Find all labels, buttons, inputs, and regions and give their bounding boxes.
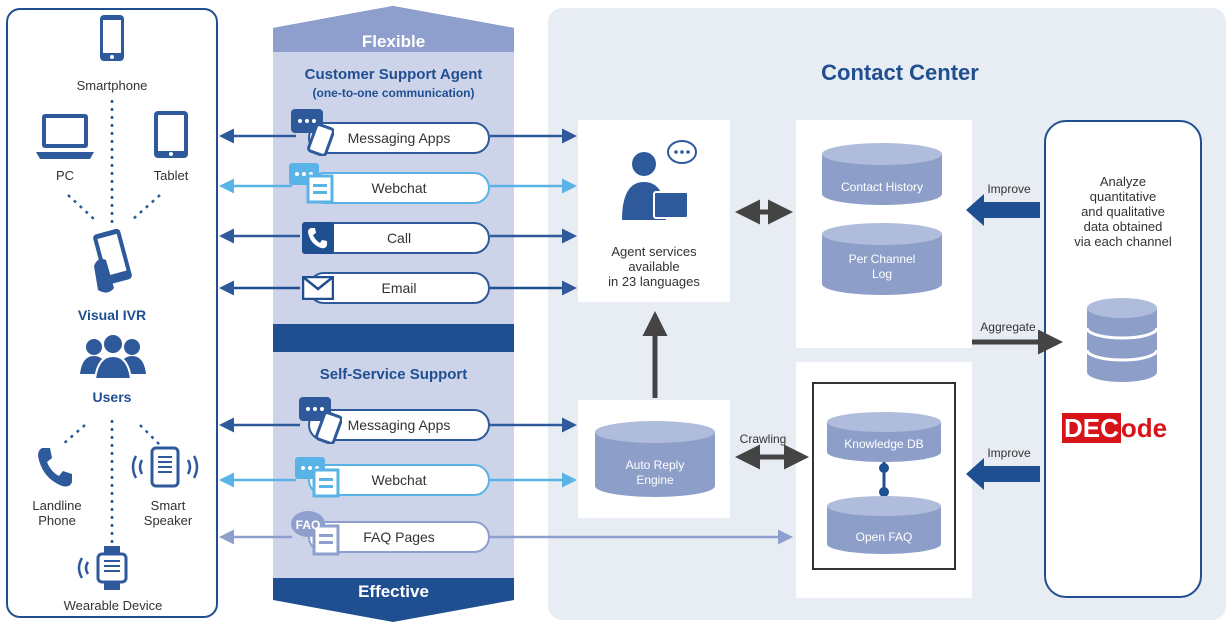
- decode-description: Analyze quantitative and qualitative dat…: [1074, 174, 1172, 249]
- devices-connector-lines: [61, 100, 161, 545]
- channel-email[interactable]: Email: [308, 272, 490, 304]
- contact-center-title: Contact Center: [821, 60, 979, 85]
- crawling-label: Crawling: [739, 432, 787, 446]
- agent-icon: [622, 140, 697, 220]
- landline-phone-icon: [38, 448, 72, 487]
- effective-label: Effective: [358, 582, 429, 601]
- smartphone-icon: [100, 15, 124, 61]
- agent-section-subtitle: (one-to-one communication): [312, 86, 475, 100]
- knowledge-group-frame: [812, 382, 956, 570]
- knowledge-db-label: Knowledge DB: [844, 437, 924, 451]
- auto-reply-engine-cylinder: [595, 421, 715, 497]
- decode-logo-boxed: DEC: [1062, 413, 1121, 443]
- users-label: Users: [92, 389, 132, 405]
- tablet-icon: [154, 111, 188, 158]
- channel-call[interactable]: Call: [308, 222, 490, 254]
- contact-history-label: Contact History: [840, 180, 924, 194]
- knowledge-stack: [827, 412, 941, 554]
- channel-messaging-apps[interactable]: Messaging Apps: [308, 122, 490, 154]
- visual-ivr-icon: [93, 228, 132, 293]
- smart-speaker-label: Smart Speaker: [143, 498, 193, 528]
- improve-top-label: Improve: [987, 182, 1031, 196]
- tablet-label: Tablet: [153, 168, 189, 183]
- per-channel-log-label: Per Channel Log: [848, 252, 916, 281]
- decode-logo-rest: ode: [1120, 413, 1168, 443]
- aggregate-label: Aggregate: [980, 320, 1036, 334]
- database-icon: [1086, 298, 1158, 382]
- channel-webchat[interactable]: Webchat: [308, 172, 490, 204]
- agent-services-label: Agent services available in 23 languages: [608, 244, 700, 289]
- decode-logo: DECode: [1062, 412, 1186, 446]
- faq-pages-icon: FAQ: [291, 511, 340, 556]
- wearable-device-icon: [77, 546, 128, 590]
- agent-section-title: Customer Support Agent: [304, 66, 483, 83]
- users-icon: [80, 334, 146, 380]
- webchat-icon: [289, 163, 334, 204]
- email-icon: [302, 276, 334, 300]
- self-messaging-apps-icon: [299, 397, 342, 444]
- pc-label: PC: [55, 168, 75, 183]
- contact-history-cylinder: [822, 143, 942, 205]
- call-icon: [302, 222, 334, 254]
- open-faq-label: Open FAQ: [855, 530, 913, 544]
- faq-badge: FAQ: [296, 518, 321, 532]
- smartphone-label: Smartphone: [76, 78, 148, 93]
- pc-icon: [36, 114, 94, 159]
- flexible-label: Flexible: [361, 32, 426, 51]
- wearable-label: Wearable Device: [63, 598, 163, 613]
- landline-label: Landline Phone: [32, 498, 82, 528]
- self-service-section-title: Self-Service Support: [319, 366, 468, 383]
- visual-ivr-label: Visual IVR: [77, 307, 147, 323]
- improve-bottom-label: Improve: [987, 446, 1031, 460]
- per-channel-log-cylinder: [822, 223, 942, 295]
- self-webchat-icon: [295, 457, 340, 498]
- messaging-apps-icon: [291, 109, 334, 156]
- auto-reply-label: Auto Reply Engine: [625, 458, 685, 487]
- smart-speaker-icon: [131, 446, 199, 488]
